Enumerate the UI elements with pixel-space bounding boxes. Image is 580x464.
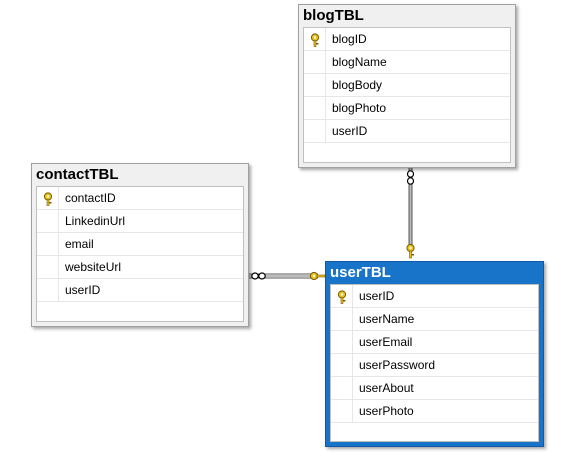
column-name: blogID [332,32,367,46]
column-row[interactable]: blogID [304,28,510,51]
column-name: blogBody [332,78,383,92]
column-row[interactable]: blogBody [304,74,510,97]
column-name: userPassword [359,358,436,372]
table-title: userTBL [330,264,391,281]
column-name: userID [359,289,395,303]
key-icon [309,271,326,281]
column-name: contactID [65,191,116,205]
column-name: email [65,237,94,251]
relationship-contact-user[interactable] [247,271,326,281]
column-row[interactable]: userPhoto [331,400,538,423]
column-list: blogID blogName blogBody blogPhoto userI… [303,27,511,163]
table-title: blogTBL [303,7,364,24]
key-icon [406,243,415,259]
column-name: websiteUrl [65,260,122,274]
column-row[interactable]: contactID [37,187,243,210]
column-list: userID userName userEmail userPassword u… [330,284,539,442]
column-name: userPhoto [359,404,414,418]
column-name: userID [332,124,368,138]
column-name: userEmail [359,335,413,349]
relationship-blog-user[interactable] [406,168,415,259]
column-name: userAbout [359,381,414,395]
column-row[interactable]: LinkedinUrl [37,210,243,233]
column-row[interactable]: userEmail [331,331,538,354]
column-name: blogPhoto [332,101,387,115]
column-row[interactable]: userPassword [331,354,538,377]
column-row[interactable]: userID [331,285,538,308]
column-row[interactable]: email [37,233,243,256]
table-title: contactTBL [36,166,119,183]
column-list: contactID LinkedinUrl email websiteUrl u… [36,186,244,322]
infinity-icon [251,272,266,280]
table-usertbl[interactable]: userTBL userID userName userEmail userPa… [325,261,544,447]
key-icon [310,33,320,47]
column-name: LinkedinUrl [65,214,126,228]
column-name: userID [65,283,101,297]
table-blogtbl[interactable]: blogTBL blogID blogName blogBody blogPho… [298,4,516,168]
column-name: userName [359,312,415,326]
infinity-icon [406,170,415,185]
column-row[interactable]: userID [304,120,510,143]
key-icon [43,192,53,206]
column-row[interactable]: blogName [304,51,510,74]
table-contacttbl[interactable]: contactTBL contactID LinkedinUrl email w… [31,163,249,327]
column-row[interactable]: userID [37,279,243,302]
key-icon [337,290,347,304]
column-row[interactable]: websiteUrl [37,256,243,279]
column-row[interactable]: userAbout [331,377,538,400]
column-name: blogName [332,55,387,69]
column-row[interactable]: blogPhoto [304,97,510,120]
column-row[interactable]: userName [331,308,538,331]
